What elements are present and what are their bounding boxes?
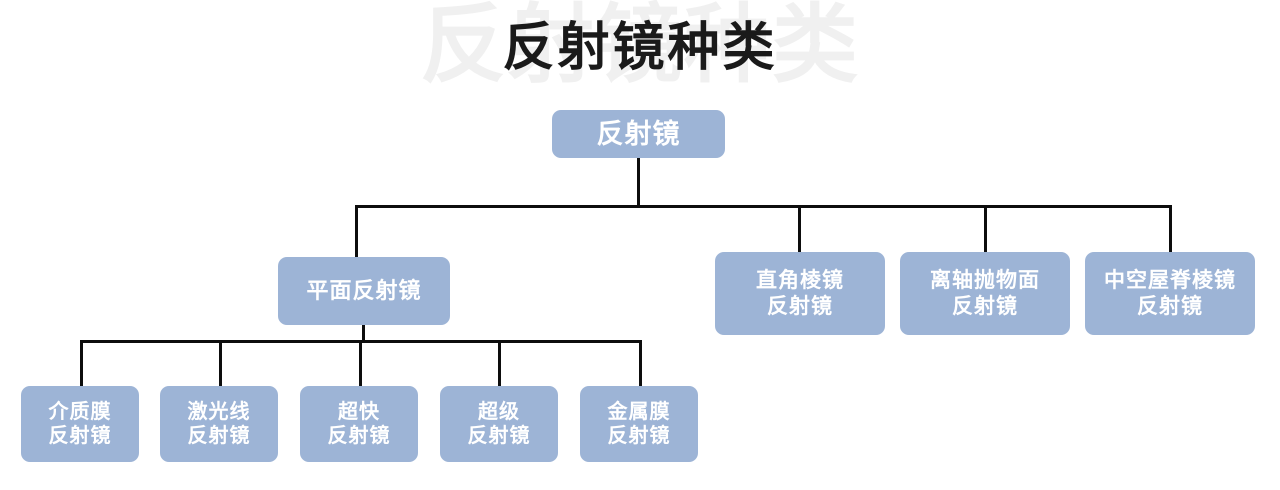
connector-level2-bus <box>355 205 1172 208</box>
node-root-mirror[interactable]: 反射镜 <box>552 110 725 158</box>
connector-level3-drop-3 <box>359 340 362 386</box>
connector-root-stem <box>637 158 640 206</box>
node-laser-line-mirror[interactable]: 激光线 反射镜 <box>160 386 278 462</box>
connector-level3-drop-2 <box>219 340 222 386</box>
node-metal-film-mirror[interactable]: 金属膜 反射镜 <box>580 386 698 462</box>
connector-level2-drop-1 <box>355 205 358 258</box>
node-right-angle-prism-mirror[interactable]: 直角棱镜 反射镜 <box>715 252 885 335</box>
node-super-mirror[interactable]: 超级 反射镜 <box>440 386 558 462</box>
connector-level3-stem <box>362 325 365 342</box>
node-off-axis-parabolic-mirror[interactable]: 离轴抛物面 反射镜 <box>900 252 1070 335</box>
connector-level3-drop-4 <box>498 340 501 386</box>
connector-level2-drop-3 <box>984 205 987 258</box>
node-plane-mirror[interactable]: 平面反射镜 <box>278 257 450 325</box>
connector-level3-drop-1 <box>80 340 83 386</box>
connector-level3-drop-5 <box>639 340 642 386</box>
title-text: 反射镜种类 <box>502 19 778 77</box>
node-ultrafast-mirror[interactable]: 超快 反射镜 <box>300 386 418 462</box>
page-title: 反射镜种类 反射镜种类 <box>0 0 1280 105</box>
connector-level2-drop-4 <box>1169 205 1172 258</box>
connector-level2-drop-2 <box>798 205 801 258</box>
node-hollow-roof-prism-mirror[interactable]: 中空屋脊棱镜 反射镜 <box>1085 252 1255 335</box>
node-dielectric-film-mirror[interactable]: 介质膜 反射镜 <box>21 386 139 462</box>
title-watermark-text: 反射镜种类 <box>420 0 860 93</box>
